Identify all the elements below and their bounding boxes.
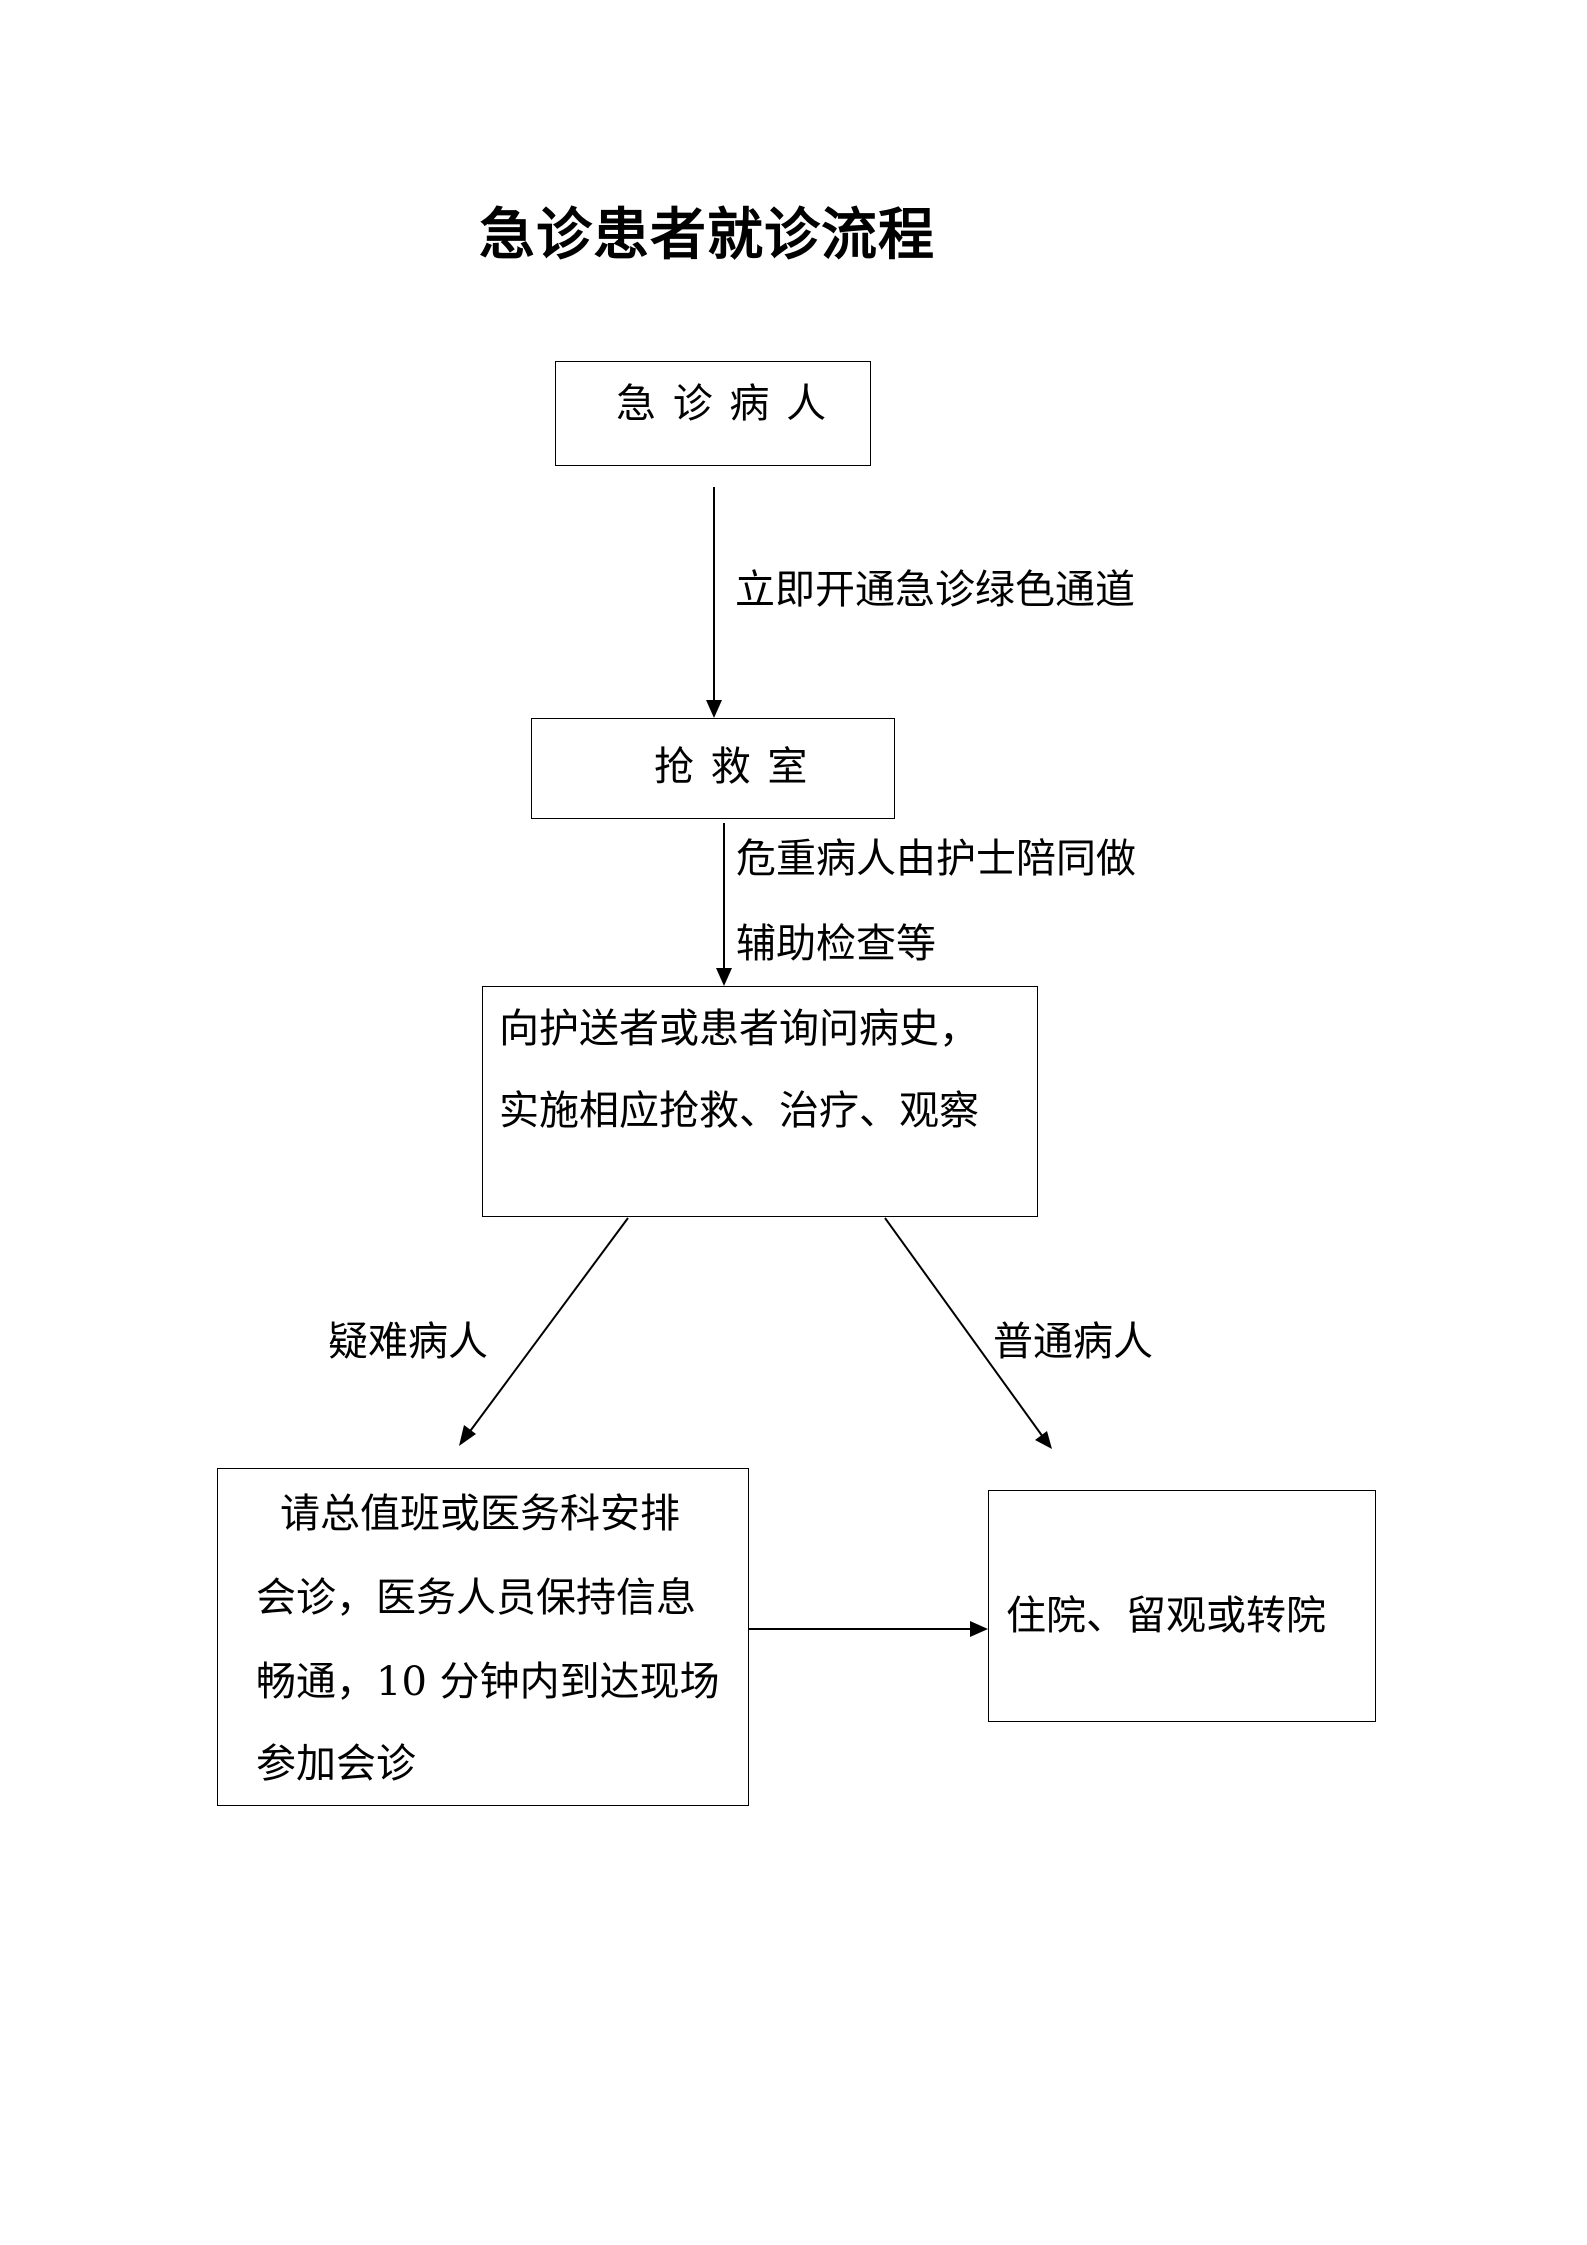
node-emergency-patient: 急 诊 病 人 [555, 361, 871, 466]
edge-label-difficult: 疑难病人 [328, 1319, 488, 1365]
edge-label-ordinary: 普通病人 [993, 1319, 1153, 1365]
node-consultation: 请总值班或医务科安排 会诊，医务人员保持信息 畅通，10 分钟内到达现场 参加会… [217, 1468, 749, 1806]
node-label: 住院、留观或转院 [1006, 1593, 1326, 1639]
edge-label-escort-line2: 辅助检查等 [736, 921, 936, 967]
node-label-line3: 畅通，10 分钟内到达现场 [256, 1659, 720, 1705]
page-title: 急诊患者就诊流程 [479, 203, 935, 268]
arrow-line-inquire-to-outcome [884, 1217, 1044, 1438]
arrowhead-down-left-icon [459, 1425, 476, 1446]
edge-label-escort-line1: 危重病人由护士陪同做 [736, 836, 1136, 882]
node-label-line1: 请总值班或医务科安排 [280, 1491, 680, 1537]
node-label-line4: 参加会诊 [256, 1741, 416, 1787]
node-outcome: 住院、留观或转院 [988, 1490, 1376, 1722]
node-label: 抢 救 室 [654, 744, 810, 790]
arrowhead-down-right-icon [1035, 1431, 1052, 1449]
node-label: 急 诊 病 人 [616, 381, 829, 427]
node-label-line2: 会诊，医务人员保持信息 [256, 1575, 696, 1621]
edge-label-green-channel: 立即开通急诊绿色通道 [735, 567, 1135, 613]
arrowhead-down-icon [716, 968, 732, 986]
node-rescue-room: 抢 救 室 [531, 718, 895, 819]
arrowhead-right-icon [970, 1621, 988, 1637]
arrow-line-inquire-to-consultation [467, 1217, 629, 1435]
node-label-line2: 实施相应抢救、治疗、观察 [499, 1088, 979, 1134]
node-inquire-treat: 向护送者或患者询问病史， 实施相应抢救、治疗、观察 [482, 986, 1038, 1217]
node-label-line1: 向护送者或患者询问病史， [499, 1006, 979, 1052]
arrowhead-down-icon [706, 700, 722, 718]
